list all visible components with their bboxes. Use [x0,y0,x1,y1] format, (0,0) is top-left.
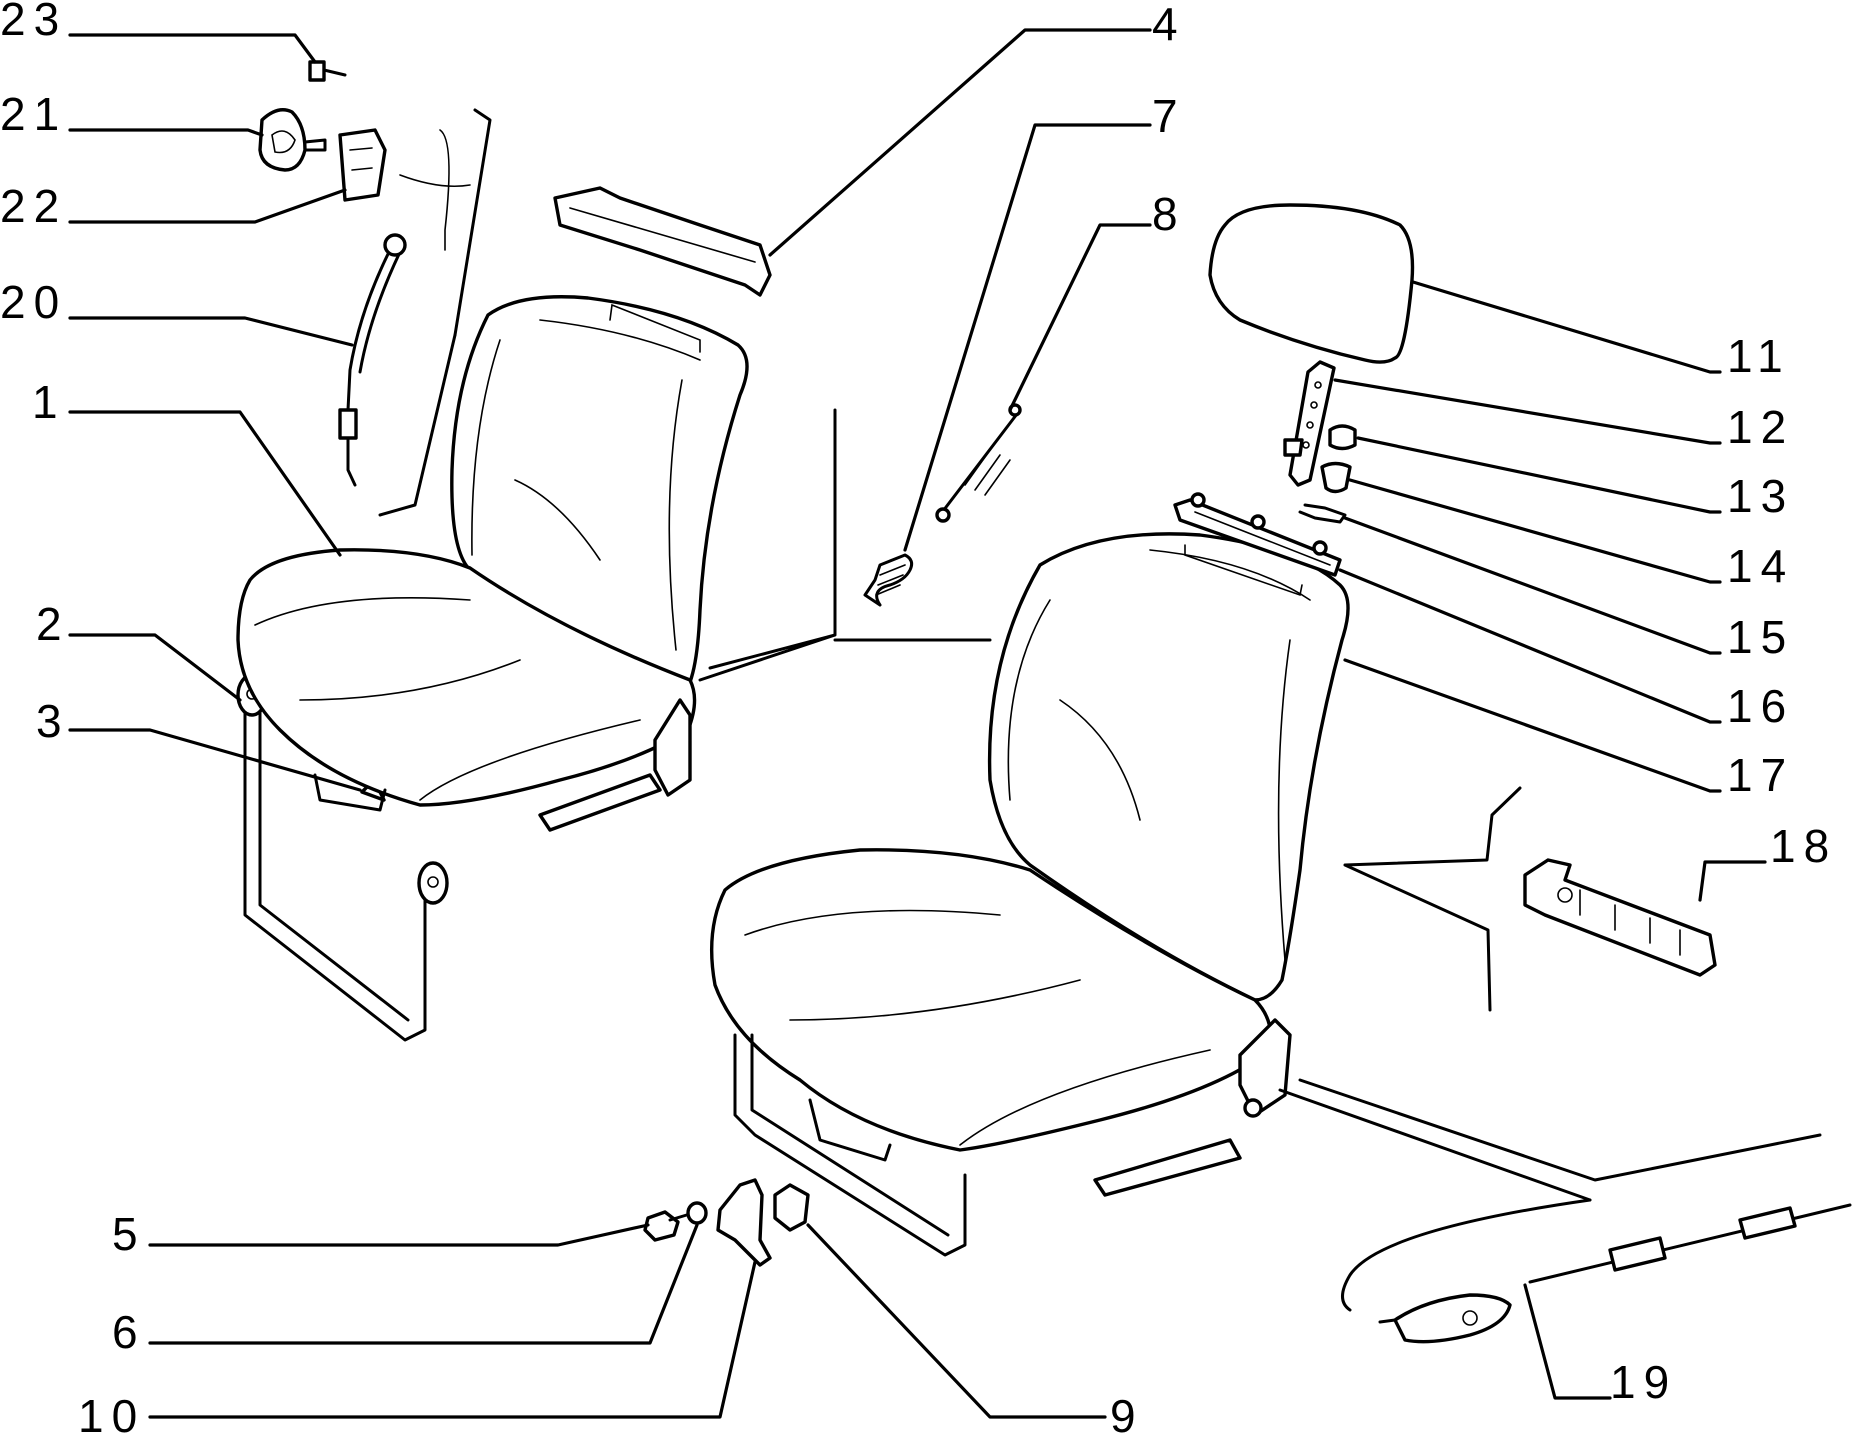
leader-18 [1698,860,1767,902]
callout-16: 16 [1727,680,1794,732]
leader-10 [148,1260,757,1419]
leader-21 [68,128,264,137]
leader-22 [68,188,347,224]
leader-23 [68,33,317,64]
bracket-part-18 [1523,858,1717,977]
callout-18: 18 [1770,820,1837,872]
leader-6 [148,1223,699,1345]
headrest-part-11 [1208,203,1415,364]
leader-14 [1348,478,1722,584]
leader-9 [806,1223,1107,1419]
spring-part-7 [863,553,914,607]
callout-12: 12 [1727,401,1794,453]
callout-11: 11 [1727,330,1791,382]
leader-1 [68,410,342,557]
callout-9: 9 [1110,1390,1144,1437]
bushing-part-14 [1320,461,1352,494]
cable-part-20 [338,233,407,487]
callout-14: 14 [1727,540,1794,592]
callout-5: 5 [112,1208,146,1260]
callout-6: 6 [112,1306,146,1358]
cable-part-19 [1378,1203,1852,1344]
callout-23: 23 [0,0,67,45]
bolt-part-5 [643,1210,680,1242]
leader-12 [1333,378,1722,445]
callout-2: 2 [36,598,70,650]
callout-15: 15 [1727,611,1794,663]
knob-part-9 [773,1183,810,1232]
leader-lines [68,28,1767,1419]
callout-20: 20 [0,276,67,328]
leader-2 [68,633,242,702]
callout-13: 13 [1727,470,1794,522]
cap-part-13 [1328,424,1357,451]
screw-part-23 [308,60,347,82]
leader-17 [1343,658,1722,793]
connector-bracket [698,408,992,682]
callout-4: 4 [1152,0,1186,50]
callout-22: 22 [0,180,67,232]
callout-3: 3 [36,695,70,747]
leader-13 [1356,436,1722,514]
left-seat-assembly [236,295,749,1042]
washer-part-6 [686,1201,708,1225]
handle-part-22 [338,128,387,202]
trim-part-21 [258,108,307,172]
spring-part-8 [935,403,1022,523]
leader-19 [1523,1283,1612,1400]
callout-10: 10 [78,1390,145,1437]
callout-19: 19 [1610,1356,1677,1408]
callout-1: 1 [32,376,66,428]
leader-5 [148,1223,650,1247]
leader-15 [1343,516,1722,655]
upper-bracket-part-4 [553,186,772,297]
callout-21: 21 [0,88,67,140]
clamp-part-10 [716,1178,772,1267]
leader-11 [1411,280,1722,374]
clip-part-15 [1298,503,1347,524]
leader-16 [1338,568,1722,724]
left-backrest [450,295,749,692]
callout-7: 7 [1152,90,1186,142]
callout-8: 8 [1152,188,1186,240]
leader-20 [68,316,354,347]
leader-7 [903,123,1152,552]
leader-8 [1008,223,1152,412]
right-seat-assembly [710,492,1350,1257]
callout-17: 17 [1727,749,1794,801]
leader-4 [768,28,1152,257]
right-bracket-outline [1343,786,1522,1012]
headrest-post-part-12 [1283,360,1336,487]
leader-3 [68,728,362,792]
